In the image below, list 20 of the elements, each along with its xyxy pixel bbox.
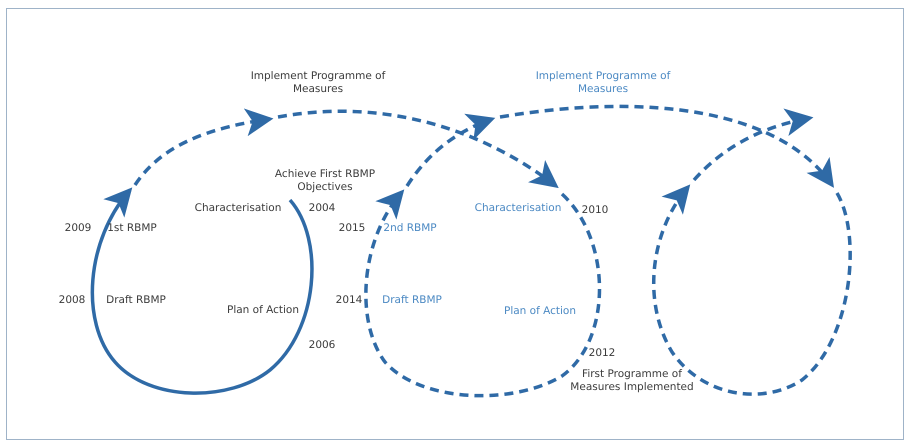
label: Implement Programme of Measures [534, 70, 672, 96]
year-label: 2009 [64, 222, 92, 235]
stage-label: Draft RBMP [382, 294, 442, 307]
year-label: 2006 [308, 339, 336, 352]
year-label: 2012 [588, 347, 616, 360]
year-label: 2014 [336, 294, 362, 307]
stage-label: Characterisation [474, 202, 562, 215]
year-label: 2015 [338, 222, 366, 235]
stage-label: Characterisation [194, 202, 282, 215]
year-label: 2004 [308, 202, 336, 215]
label: Implement Programme of Measures [250, 70, 386, 96]
year-label: 2010 [582, 204, 608, 217]
label: Achieve First RBMP Objectives [274, 168, 376, 194]
stage-label: Plan of Action [504, 305, 576, 318]
stage-label: Draft RBMP [106, 294, 166, 307]
stage-label: 1st RBMP [107, 222, 157, 235]
year-label: 2008 [58, 294, 86, 307]
stage-label: 2nd RBMP [383, 222, 437, 235]
stage-label: Plan of Action [226, 304, 300, 317]
note-label: First Programme of Measures Implemented [569, 368, 695, 394]
